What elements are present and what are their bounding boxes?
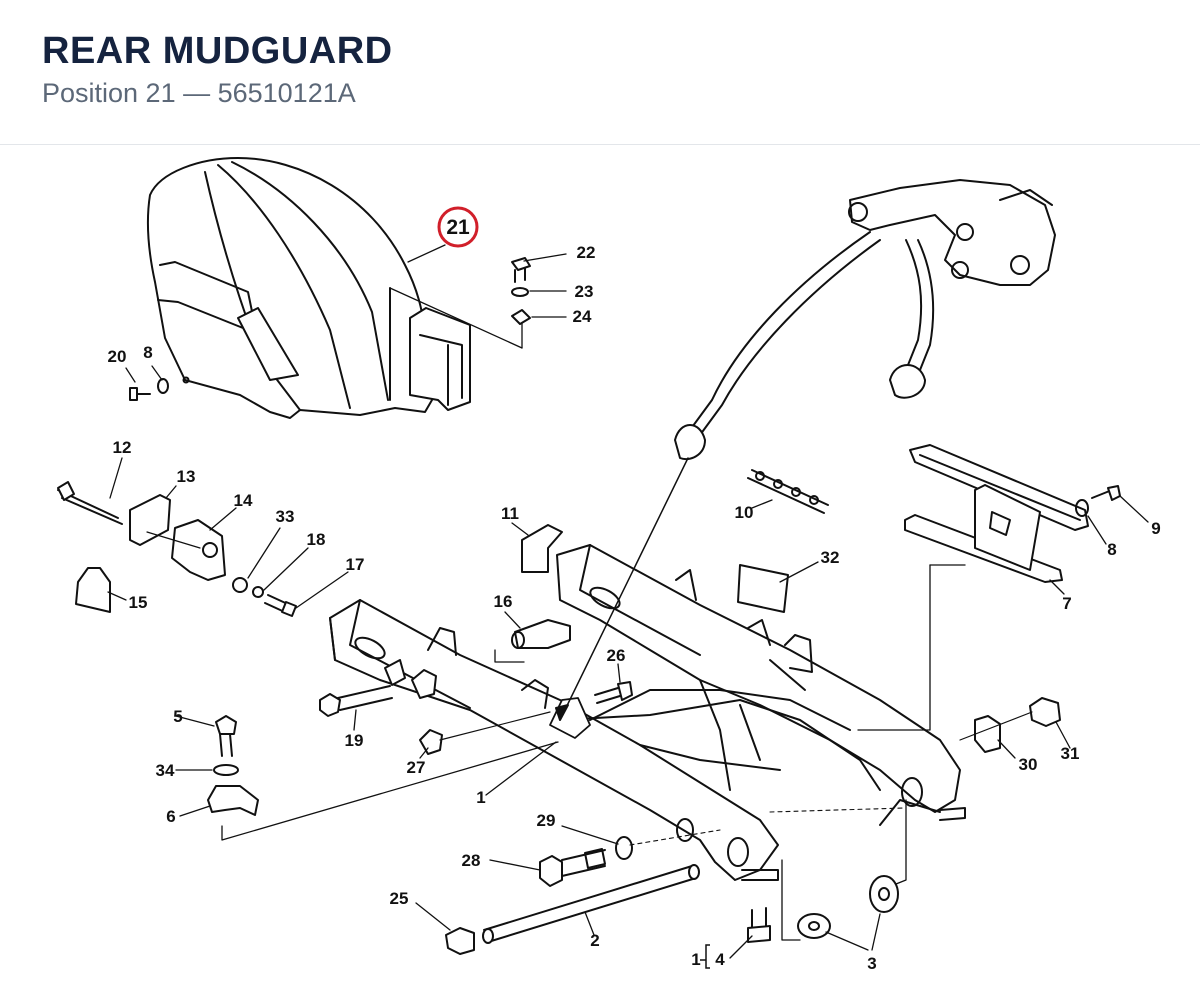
washer-3a-part[interactable] bbox=[797, 913, 831, 939]
pin-12-part[interactable] bbox=[57, 481, 123, 525]
bolt-19-part[interactable] bbox=[319, 685, 393, 717]
screw-20-part[interactable] bbox=[129, 387, 151, 401]
bracket-part[interactable] bbox=[521, 524, 563, 573]
nut-31-part[interactable] bbox=[1029, 697, 1061, 727]
bolt-26-part[interactable] bbox=[594, 681, 633, 704]
chain-guard-part[interactable] bbox=[904, 444, 1089, 583]
highlight-ring-21 bbox=[437, 206, 479, 248]
screw-17-part[interactable] bbox=[264, 594, 297, 617]
washer-23-part[interactable] bbox=[511, 287, 529, 297]
callout-13[interactable]: 13 bbox=[177, 467, 196, 486]
callout-15[interactable]: 15 bbox=[129, 593, 148, 612]
callout-27[interactable]: 27 bbox=[407, 758, 426, 777]
washer-29-part[interactable] bbox=[615, 836, 633, 860]
callout-4[interactable]: 4 bbox=[715, 950, 725, 969]
callout-22[interactable]: 22 bbox=[577, 243, 596, 262]
page-title: REAR MUDGUARD bbox=[42, 30, 393, 72]
callout-23[interactable]: 23 bbox=[575, 282, 594, 301]
callout-8-left[interactable]: 8 bbox=[143, 343, 152, 362]
callout-28[interactable]: 28 bbox=[462, 851, 481, 870]
callout-12[interactable]: 12 bbox=[113, 438, 132, 457]
bolt-5-part[interactable] bbox=[215, 715, 237, 757]
label-plate-part[interactable] bbox=[737, 564, 789, 613]
washer-34-part[interactable] bbox=[213, 764, 239, 776]
callout-6[interactable]: 6 bbox=[166, 807, 175, 826]
swingarm-part[interactable] bbox=[329, 544, 966, 881]
callout-33[interactable]: 33 bbox=[276, 507, 295, 526]
callout-34[interactable]: 34 bbox=[156, 761, 175, 780]
callout-3[interactable]: 3 bbox=[867, 954, 876, 973]
clip-nut-30-part[interactable] bbox=[974, 715, 1001, 753]
callout-9[interactable]: 9 bbox=[1151, 519, 1160, 538]
callout-25[interactable]: 25 bbox=[390, 889, 409, 908]
screw-4-part[interactable] bbox=[747, 907, 771, 943]
callout-31[interactable]: 31 bbox=[1061, 744, 1080, 763]
washer-8-right-part[interactable] bbox=[1075, 499, 1089, 517]
torque-arm-part[interactable] bbox=[674, 179, 1056, 460]
callout-7[interactable]: 7 bbox=[1062, 594, 1071, 613]
bracket-13-part[interactable] bbox=[129, 494, 171, 546]
callout-16[interactable]: 16 bbox=[494, 592, 513, 611]
callout-21[interactable]: 21 bbox=[446, 216, 470, 239]
callout-2[interactable]: 2 bbox=[590, 931, 599, 950]
callout-32[interactable]: 32 bbox=[821, 548, 840, 567]
screw-9-part[interactable] bbox=[1091, 485, 1121, 501]
cap-25-part[interactable] bbox=[445, 927, 475, 955]
page-header: REAR MUDGUARD Position 21 — 56510121A bbox=[0, 0, 1200, 145]
screw-22-part[interactable] bbox=[511, 257, 531, 283]
callout-1-sub[interactable]: 1 bbox=[691, 950, 700, 969]
washer-3b-part[interactable] bbox=[869, 875, 899, 913]
spindle-part[interactable] bbox=[511, 619, 571, 649]
washer-8-part[interactable] bbox=[157, 378, 169, 394]
nut-27-part[interactable] bbox=[419, 729, 443, 755]
callout-10[interactable]: 10 bbox=[735, 503, 754, 522]
callout-1-main[interactable]: 1 bbox=[476, 788, 485, 807]
page-subtitle: Position 21 — 56510121A bbox=[42, 78, 356, 108]
circlip-33-part[interactable] bbox=[232, 577, 248, 593]
callout-20[interactable]: 20 bbox=[108, 347, 127, 366]
spacer-24-part[interactable] bbox=[511, 309, 531, 325]
callout-29[interactable]: 29 bbox=[537, 811, 556, 830]
bushing-part[interactable] bbox=[411, 669, 437, 699]
callout-17[interactable]: 17 bbox=[346, 555, 365, 574]
callout-14[interactable]: 14 bbox=[234, 491, 253, 510]
callout-11[interactable]: 11 bbox=[501, 504, 519, 523]
clip-6-part[interactable] bbox=[207, 785, 259, 816]
callout-26[interactable]: 26 bbox=[607, 646, 626, 665]
callout-8-right[interactable]: 8 bbox=[1107, 540, 1116, 559]
callout-18[interactable]: 18 bbox=[307, 530, 326, 549]
callout-19[interactable]: 19 bbox=[345, 731, 364, 750]
callout-5[interactable]: 5 bbox=[173, 707, 182, 726]
rear-mudguard-part[interactable] bbox=[146, 157, 471, 419]
clamp-14-part[interactable] bbox=[171, 519, 226, 581]
washer-18-part[interactable] bbox=[252, 586, 264, 598]
bracket-15-part[interactable] bbox=[75, 567, 111, 613]
bolt-28-part[interactable] bbox=[539, 848, 606, 887]
callout-30[interactable]: 30 bbox=[1019, 755, 1038, 774]
callout-24[interactable]: 24 bbox=[573, 307, 592, 326]
chain-link-part[interactable] bbox=[747, 469, 829, 514]
exploded-parts-diagram: 21 22 23 24 20 8 12 13 14 33 18 17 15 11… bbox=[57, 157, 1161, 973]
spindle-2-part[interactable] bbox=[482, 864, 700, 944]
